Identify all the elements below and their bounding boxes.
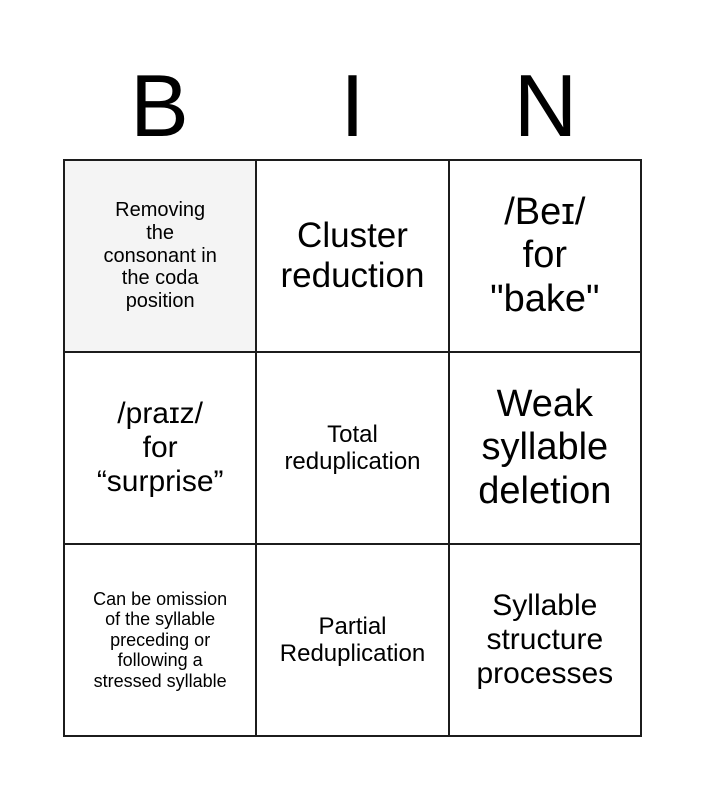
bingo-cell-text-5: Weak syllable deletion — [478, 383, 612, 512]
bingo-header-row: B I N — [63, 46, 642, 149]
bingo-cell-text-3: /praɪz/ for “surprise” — [96, 396, 224, 499]
bingo-grid: Removing the consonant in the coda posit… — [63, 159, 642, 737]
bingo-cell-6[interactable]: Can be omission of the syllable precedin… — [65, 545, 256, 735]
bingo-cell-4[interactable]: Total reduplication — [257, 353, 448, 543]
bingo-cell-3[interactable]: /praɪz/ for “surprise” — [65, 353, 256, 543]
bingo-cell-7[interactable]: Partial Reduplication — [257, 545, 448, 735]
bingo-cell-text-0: Removing the consonant in the coda posit… — [103, 199, 217, 313]
bingo-cell-8[interactable]: Syllable structure processes — [449, 545, 640, 735]
bingo-cell-text-1: Cluster reduction — [280, 216, 425, 295]
bingo-cell-text-6: Can be omission of the syllable precedin… — [93, 588, 228, 691]
bingo-header-letter-0: B — [130, 55, 189, 155]
bingo-cell-text-4: Total reduplication — [284, 420, 421, 475]
bingo-cell-5[interactable]: Weak syllable deletion — [449, 353, 640, 543]
bingo-cell-1[interactable]: Cluster reduction — [257, 161, 448, 351]
bingo-header-letter-1: I — [340, 55, 365, 155]
bingo-cell-2[interactable]: /Beɪ/ for "bake" — [449, 161, 640, 351]
bingo-cell-text-2: /Beɪ/ for "bake" — [490, 191, 600, 320]
bingo-cell-0[interactable]: Removing the consonant in the coda posit… — [65, 161, 256, 351]
bingo-header-letter-2: N — [513, 55, 578, 155]
bingo-cell-text-7: Partial Reduplication — [279, 612, 426, 667]
bingo-cell-text-8: Syllable structure processes — [476, 588, 614, 691]
